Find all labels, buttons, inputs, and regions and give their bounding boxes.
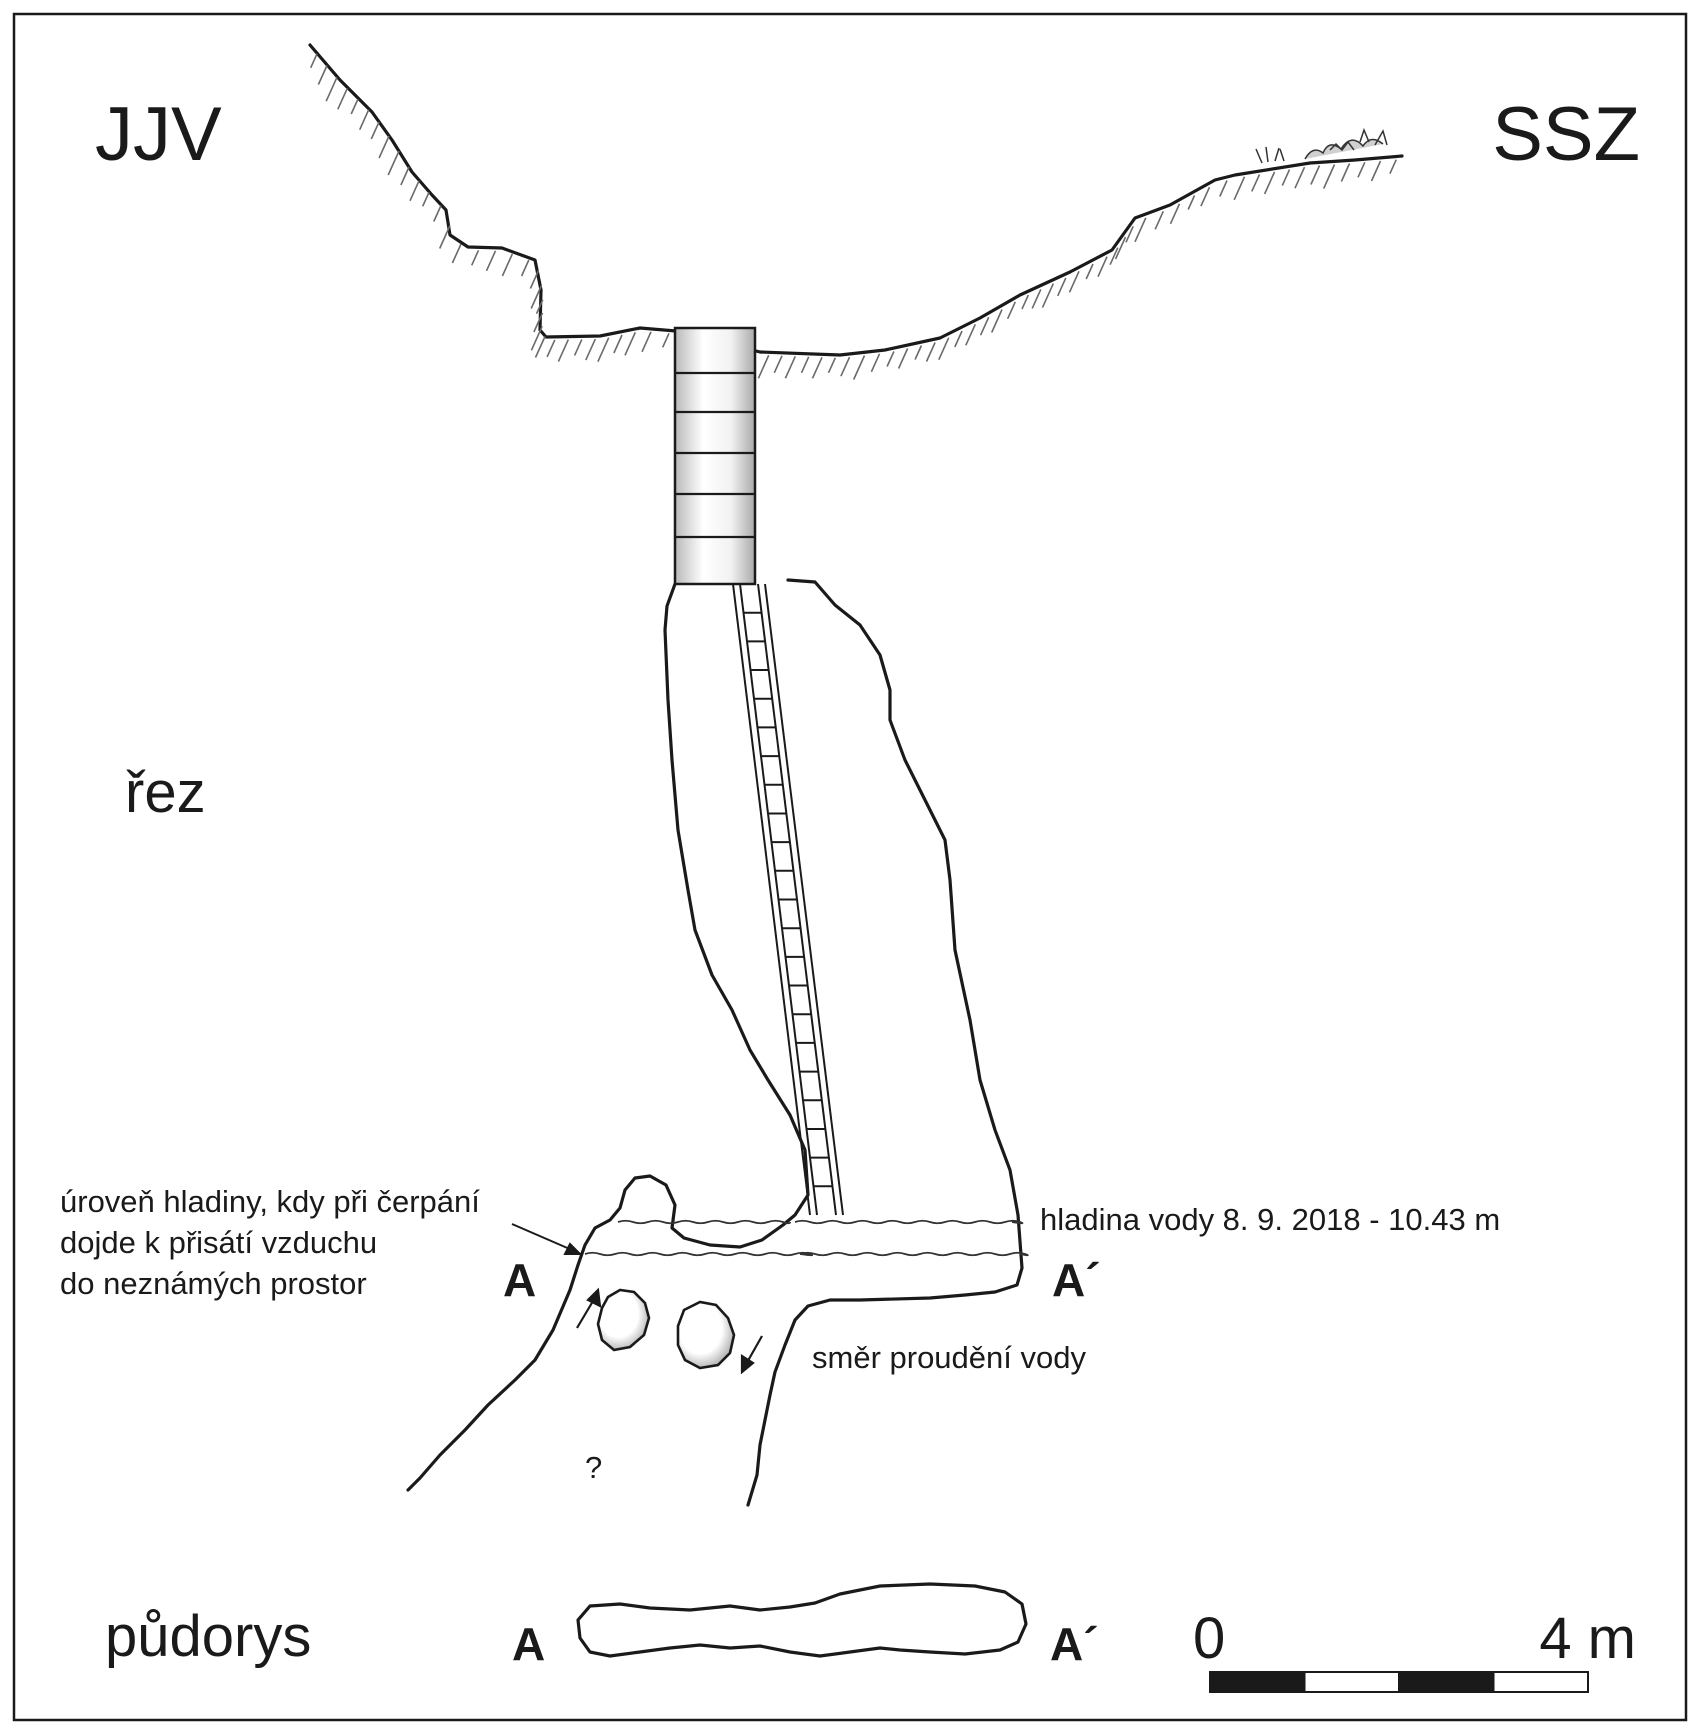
section-mark-a-prime: A´ xyxy=(1052,1254,1101,1306)
air-level-note-line-2: dojde k přisátí vzduchu xyxy=(60,1225,377,1260)
unknown-space-mark: ? xyxy=(585,1450,602,1485)
terrain-hatching xyxy=(309,53,1397,380)
plan-view-label: půdorys xyxy=(105,1604,311,1669)
air-level-pointer xyxy=(511,1223,583,1255)
flow-direction-note: směr proudění vody xyxy=(812,1340,1086,1375)
section-view-label: řez xyxy=(125,760,206,825)
plan-mark-a-prime: A´ xyxy=(1050,1618,1099,1670)
scale-bar-segment xyxy=(1492,1671,1589,1693)
map-frame xyxy=(12,12,1688,1722)
entrance-shaft xyxy=(673,326,757,586)
cave-chamber-outline-right xyxy=(746,578,1024,1507)
ladder xyxy=(732,583,844,1216)
cave-chamber-outline xyxy=(406,582,810,1492)
plan-mark-a: A xyxy=(512,1618,545,1670)
scale-start-label: 0 xyxy=(1193,1606,1225,1671)
scale-end-label: 4 m xyxy=(1539,1606,1636,1671)
scale-bar-segment xyxy=(1303,1671,1400,1693)
scale-bar-segment xyxy=(1209,1671,1306,1693)
plan-outline xyxy=(576,1582,1028,1658)
scale-bar xyxy=(1209,1671,1589,1693)
boulder-right xyxy=(676,1300,736,1370)
section-mark-a: A xyxy=(503,1254,536,1306)
air-level-note-line-1: úroveň hladiny, kdy při čerpání xyxy=(60,1184,480,1219)
ladder-rail-left xyxy=(732,583,811,1216)
boulder-left xyxy=(596,1288,651,1352)
flow-arrows xyxy=(576,1287,763,1375)
water-surfaces xyxy=(584,1219,1029,1257)
scale-bar-segment xyxy=(1398,1671,1495,1693)
orientation-right-label: SSZ xyxy=(1492,92,1640,177)
terrain-surface xyxy=(308,43,1404,380)
water-level-note: hladina vody 8. 9. 2018 - 10.43 m xyxy=(1040,1202,1500,1237)
ladder-rail-right xyxy=(764,583,844,1216)
grass-tuft-icon xyxy=(1255,127,1388,164)
orientation-left-label: JJV xyxy=(95,92,222,177)
air-level-note-line-3: do neznámých prostor xyxy=(60,1266,367,1301)
